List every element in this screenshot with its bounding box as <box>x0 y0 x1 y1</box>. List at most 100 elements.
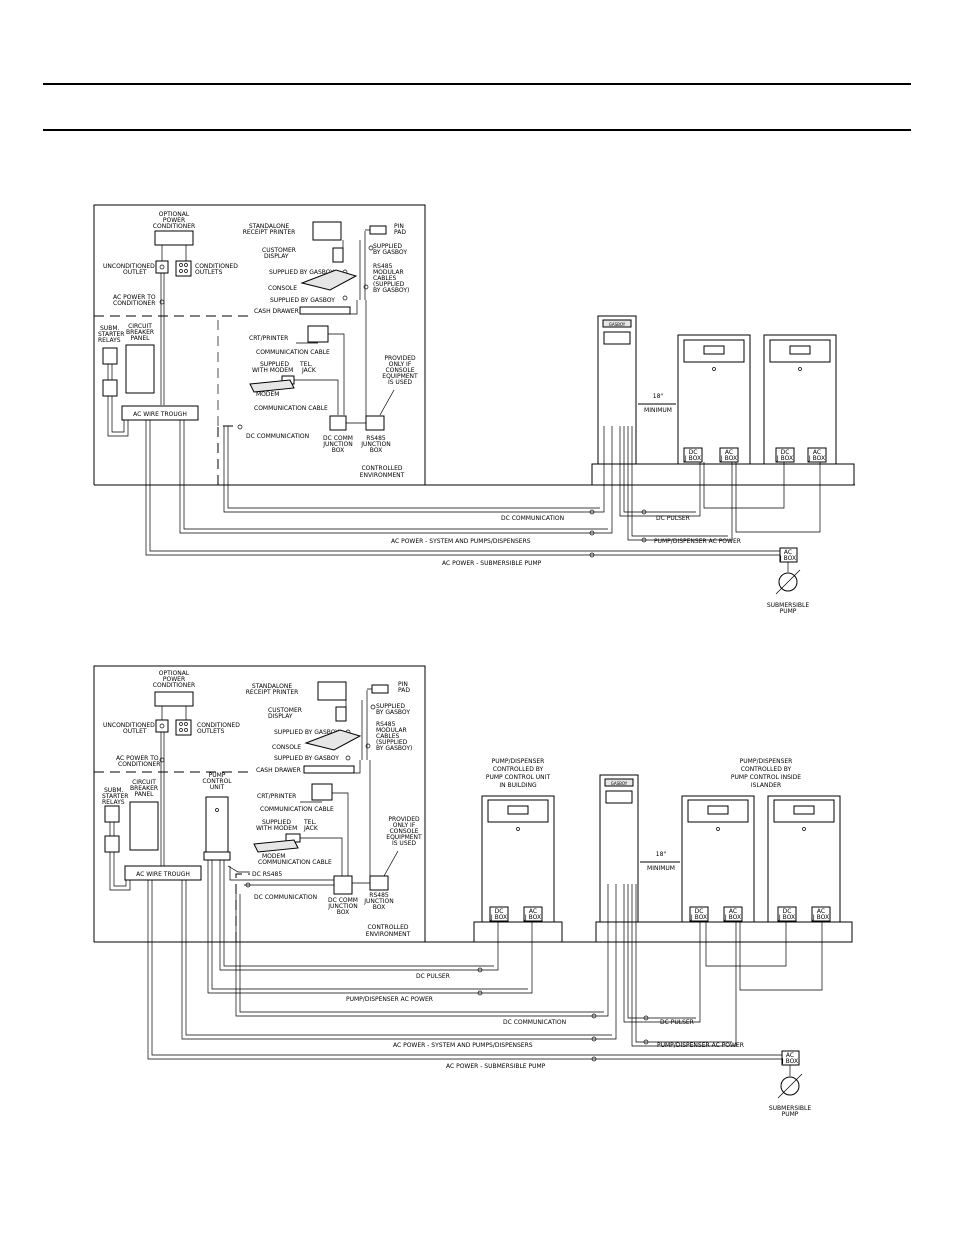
ac-j-box <box>523 906 543 922</box>
crt-printer-label: CRT/PRINTER <box>249 335 288 342</box>
dc-rs485-label: DC RS485 <box>252 871 282 878</box>
conditioned-outlets <box>175 260 192 277</box>
svg-text:DCJ BOX: DCJ BOX <box>776 449 793 462</box>
islander-brand: GASBOY <box>609 322 626 327</box>
cash-drawer <box>299 306 351 315</box>
circuit-breaker-panel <box>125 344 155 394</box>
console-label: CONSOLE <box>268 285 297 292</box>
svg-text:ACJ BOX: ACJ BOX <box>724 908 741 921</box>
starter-relay <box>102 379 118 397</box>
svg-text:DCJ BOX: DCJ BOX <box>684 449 701 462</box>
starter-relay <box>104 835 120 853</box>
customer-display <box>332 247 344 263</box>
svg-text:ACJ BOX: ACJ BOX <box>524 908 541 921</box>
submersible-pump <box>778 572 798 592</box>
power-conditioner <box>154 230 194 246</box>
ac-wire-trough <box>124 865 202 881</box>
ac-power-submersible-label: AC POWER - SUBMERSIBLE PUMP <box>446 1063 546 1070</box>
supplied-by-gasboy-display-label: SUPPLIED BY GASBOY <box>269 269 334 276</box>
svg-text:MODEM: MODEM <box>262 853 286 860</box>
svg-text:COMMUNICATION CABLE: COMMUNICATION CABLE <box>260 806 334 813</box>
customer-display <box>335 706 347 722</box>
island <box>595 921 853 943</box>
dc-pulser-label: DC PULSER <box>656 515 690 522</box>
rs485-junction-box <box>369 875 389 891</box>
svg-text:CASH DRAWER: CASH DRAWER <box>256 767 301 774</box>
svg-text:ACJ BOX: ACJ BOX <box>812 908 829 921</box>
svg-text:AC WIRE TROUGH: AC WIRE TROUGH <box>136 871 190 878</box>
svg-text:ACJ BOX: ACJ BOX <box>808 449 825 462</box>
minimum-label: 18"MINIMUM <box>644 393 672 414</box>
pump-control-unit <box>205 796 229 858</box>
svg-text:DCJ BOX: DCJ BOX <box>778 908 795 921</box>
ac-wire-trough-label: AC WIRE TROUGH <box>133 411 187 418</box>
ac-j-box <box>807 447 827 463</box>
power-conditioner <box>154 691 194 707</box>
svg-text:SUPPLIED BY GASBOY: SUPPLIED BY GASBOY <box>274 729 339 736</box>
svg-text:CONSOLE: CONSOLE <box>272 744 301 751</box>
submersible-pump <box>780 1076 800 1096</box>
svg-text:SUPPLIED BY GASBOY: SUPPLIED BY GASBOY <box>274 755 339 762</box>
crt-monitor <box>307 325 329 343</box>
cash-drawer <box>303 765 355 774</box>
dc-j-box <box>489 906 509 922</box>
building-outline <box>93 665 426 942</box>
dc-comm-junction-box <box>329 415 347 431</box>
modem <box>253 839 299 853</box>
dc-pulser-right-label: DC PULSER <box>660 1019 694 1026</box>
dc-j-box <box>689 906 709 922</box>
svg-text:DCJ BOX: DCJ BOX <box>690 908 707 921</box>
dc-pulser-left-label: DC PULSER <box>416 973 450 980</box>
dc-communication-line-label: DC COMMUNICATION <box>501 515 564 522</box>
dc-j-box <box>777 906 797 922</box>
svg-text:COMMUNICATION CABLE: COMMUNICATION CABLE <box>258 859 332 866</box>
ac-power-system-label: AC POWER - SYSTEM AND PUMPS/DISPENSERS <box>391 538 531 545</box>
island <box>473 921 563 943</box>
ac-j-box-submersible <box>779 547 798 563</box>
dc-communication-line-label: DC COMMUNICATION <box>503 1019 566 1026</box>
svg-text:ACJ BOX: ACJ BOX <box>779 549 796 562</box>
ac-j-box <box>719 447 739 463</box>
island <box>591 463 855 486</box>
tel-jack-label: TEL.JACK <box>299 361 317 374</box>
communication-cable-label: COMMUNICATION CABLE <box>256 349 330 356</box>
dc-j-box <box>683 447 703 463</box>
rs485-junction-box <box>365 415 385 431</box>
ac-j-box <box>723 906 743 922</box>
svg-text:GASBOY: GASBOY <box>611 781 628 786</box>
crt-monitor <box>311 783 333 801</box>
pin-pad <box>369 225 387 235</box>
console <box>304 729 362 751</box>
svg-text:CRT/PRINTER: CRT/PRINTER <box>257 793 296 800</box>
receipt-printer <box>317 681 347 701</box>
ac-j-box <box>811 906 831 922</box>
starter-relay <box>102 347 118 365</box>
modem-label: MODEM <box>256 391 280 398</box>
